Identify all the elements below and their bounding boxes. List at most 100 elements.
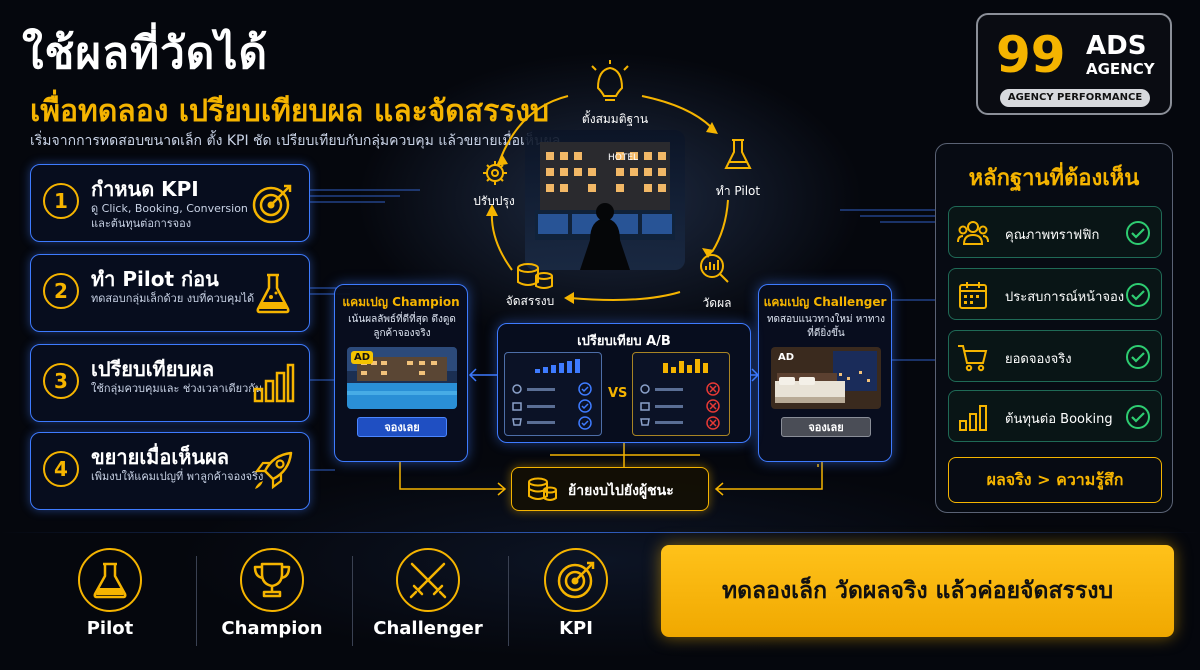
lightbulb-icon: [591, 60, 629, 101]
step-title: เปรียบเทียบผล: [91, 357, 215, 381]
check-circle-icon: [1126, 405, 1150, 429]
flask-icon: [93, 562, 127, 599]
ad-badge: AD: [778, 352, 795, 363]
cycle-label-pilot: ทำ Pilot: [715, 184, 761, 198]
step-number: 3: [43, 363, 79, 399]
bottom-icon-ring: [240, 548, 304, 612]
variant-a-box: [504, 352, 602, 436]
page-description: เริ่มจากการทดสอบขนาดเล็ก ตั้ง KPI ชัด เป…: [30, 133, 561, 149]
step-number: 2: [43, 273, 79, 309]
ab-test-title: เปรียบเทียบ A/B: [577, 334, 671, 349]
evidence-item-traffic-quality: คุณภาพทราฟฟิก: [948, 206, 1162, 258]
check-circle-icon: [1126, 345, 1150, 369]
champion-title: แคมเปญ Champion: [342, 295, 460, 309]
bottom-icon-ring: [544, 548, 608, 612]
separator: [352, 556, 353, 646]
challenger-description: ทดสอบแนวทางใหม่ หาทางที่ดียิ่งขึ้น: [766, 314, 886, 339]
champion-description: เน้นผลลัพธ์ที่ดีที่สุด ดึงดูดลูกค้าจองจร…: [348, 314, 456, 339]
evidence-label: คุณภาพทราฟฟิก: [1005, 228, 1100, 243]
separator: [508, 556, 509, 646]
evidence-label: ประสบการณ์หน้าจอง: [1005, 290, 1125, 305]
check-circle-icon: [1126, 221, 1150, 245]
evidence-panel: หลักฐานที่ต้องเห็น คุณภาพทราฟฟิก ประสบกา…: [935, 143, 1173, 513]
page-subtitle-highlight: เพื่อทดลอง เปรียบเทียบผล และจัดสรรงบ: [30, 94, 550, 129]
evidence-title: หลักฐานที่ต้องเห็น: [968, 166, 1140, 191]
cycle-label-improve: ปรับปรุง: [473, 194, 515, 208]
evidence-item-cost-per-booking: ต้นทุนต่อ Booking: [948, 390, 1162, 442]
target-icon: [557, 561, 595, 599]
step-description: ใช้กลุ่มควบคุมและ ช่วงเวลาเดียวกัน: [91, 382, 263, 395]
logo-name: ADS: [1086, 31, 1147, 61]
cart-icon: [958, 345, 988, 372]
bottom-label: Pilot: [86, 618, 134, 639]
target-icon: [252, 184, 292, 224]
step-number: 1: [43, 183, 79, 219]
gear-icon: [483, 161, 507, 185]
bottom-item-challenger: Challenger: [368, 548, 488, 648]
challenger-book-button[interactable]: จองเลย: [781, 417, 871, 437]
bottom-icon-ring: [396, 548, 460, 612]
step-card-pilot: 2 ทำ Pilot ก่อน ทดสอบกลุ่มเล็กด้วย งบที่…: [30, 254, 310, 332]
cycle-label-measure: วัดผล: [702, 296, 732, 310]
step-description: ดู Click, Booking, Conversion และต้นทุนต…: [91, 202, 248, 230]
bottom-label: Champion: [221, 618, 323, 639]
move-budget-label: ย้ายงบไปยังผู้ชนะ: [568, 483, 674, 499]
evidence-item-real-bookings: ยอดจองจริง: [948, 330, 1162, 382]
logo-tagline: AGENCY PERFORMANCE: [1000, 89, 1150, 107]
logo-number: 99: [996, 26, 1066, 84]
flask-icon: [724, 139, 752, 169]
challenger-card: แคมเปญ Challenger ทดสอบแนวทางใหม่ หาทางท…: [758, 284, 892, 462]
step-number: 4: [43, 451, 79, 487]
bottom-item-champion: Champion: [212, 548, 332, 648]
divider: [0, 532, 1200, 533]
bottom-item-kpi: KPI: [516, 548, 636, 648]
bottom-icon-ring: [78, 548, 142, 612]
step-card-compare: 3 เปรียบเทียบผล ใช้กลุ่มควบคุมและ ช่วงเว…: [30, 344, 310, 422]
check-circle-icon: [1126, 283, 1150, 307]
call-to-action-banner: ทดลองเล็ก วัดผลจริง แล้วค่อยจัดสรรงบ: [661, 545, 1174, 637]
evidence-label: ยอดจองจริง: [1005, 352, 1072, 367]
crossed-swords-icon: [409, 562, 447, 599]
variant-b-box: [632, 352, 730, 436]
step-title: ทำ Pilot ก่อน: [91, 267, 219, 291]
challenger-room-image: AD: [771, 347, 881, 409]
champion-card: แคมเปญ Champion เน้นผลลัพธ์ที่ดีที่สุด ด…: [334, 284, 468, 462]
trophy-icon: [253, 562, 291, 598]
step-card-kpi: 1 กำหนด KPI ดู Click, Booking, Conversio…: [30, 164, 310, 242]
page-title: ใช้ผลที่วัดได้: [22, 28, 269, 79]
coins-icon: [517, 263, 553, 289]
cycle-label-allocate: จัดสรรงบ: [505, 294, 555, 308]
step-title: ขยายเมื่อเห็นผล: [91, 445, 230, 469]
ad-badge: AD: [351, 351, 374, 364]
step-card-scale: 4 ขยายเมื่อเห็นผล เพิ่มงบให้แคมเปญที่ พา…: [30, 432, 310, 510]
bottom-label: Challenger: [373, 618, 483, 639]
step-description: ทดสอบกลุ่มเล็กด้วย งบที่ควบคุมได้: [91, 292, 255, 305]
champion-book-button[interactable]: จองเลย: [357, 417, 447, 437]
evidence-result: ผลจริง > ความรู้สึก: [948, 457, 1162, 503]
bar-chart-icon: [959, 405, 987, 431]
flask-icon: [256, 273, 290, 314]
brand-logo: 99 ADS AGENCY AGENCY PERFORMANCE: [976, 13, 1172, 115]
vs-label: VS: [608, 386, 628, 401]
challenger-title: แคมเปญ Challenger: [763, 295, 887, 309]
champion-hotel-image: AD: [347, 347, 457, 409]
rocket-icon: [254, 451, 293, 490]
step-title: กำหนด KPI: [91, 177, 199, 201]
cycle-diagram: HOTEL: [483, 60, 752, 304]
bar-chart-icon: [253, 363, 295, 403]
hotel-scene: [525, 130, 685, 270]
magnifier-chart-icon: [700, 254, 729, 283]
users-icon: [957, 221, 989, 245]
separator: [196, 556, 197, 646]
calendar-icon: [959, 282, 987, 309]
logo-sub: AGENCY: [1086, 60, 1155, 78]
evidence-item-booking-experience: ประสบการณ์หน้าจอง: [948, 268, 1162, 320]
evidence-label: ต้นทุนต่อ Booking: [1005, 412, 1113, 427]
bottom-label: KPI: [559, 618, 593, 639]
bottom-item-pilot: Pilot: [50, 548, 170, 648]
coins-icon: [528, 477, 557, 501]
move-budget-to-winner: ย้ายงบไปยังผู้ชนะ: [511, 467, 709, 511]
hotel-sign: HOTEL: [608, 153, 638, 163]
ab-test-panel: เปรียบเทียบ A/B VS: [497, 323, 751, 443]
